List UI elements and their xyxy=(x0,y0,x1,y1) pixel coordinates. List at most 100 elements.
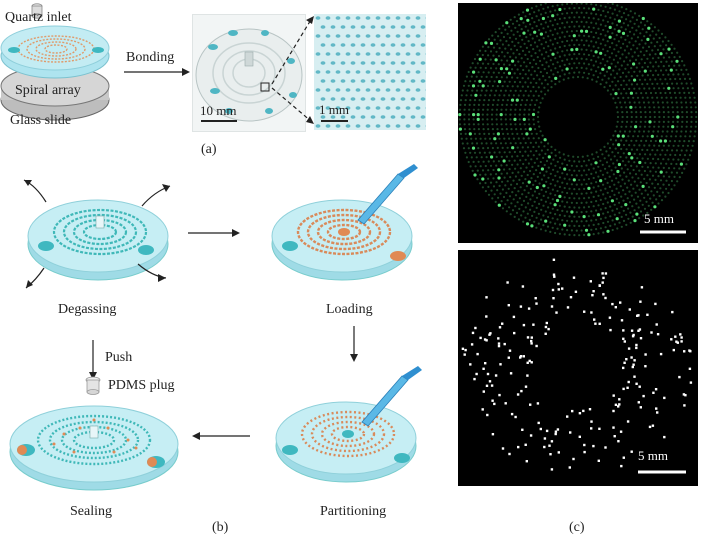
negative-droplet xyxy=(570,3,573,5)
negative-droplet xyxy=(646,157,649,160)
negative-droplet xyxy=(570,30,573,33)
negative-droplet xyxy=(566,191,569,195)
positive-droplet xyxy=(471,146,476,150)
negative-droplet xyxy=(504,203,507,206)
negative-droplet xyxy=(647,130,650,133)
negative-droplet xyxy=(549,192,552,195)
droplet-dot xyxy=(325,70,331,74)
negative-droplet xyxy=(566,21,569,24)
negative-droplet xyxy=(682,73,685,76)
negative-droplet xyxy=(469,151,472,154)
negative-droplet xyxy=(634,40,637,43)
negative-droplet xyxy=(608,185,611,188)
binary-positive-dot xyxy=(608,316,612,319)
negative-droplet xyxy=(612,162,615,165)
spiral-array-label: Spiral array xyxy=(15,83,81,98)
droplet-dot xyxy=(405,70,411,74)
negative-droplet xyxy=(492,160,495,163)
negative-droplet xyxy=(685,149,688,152)
negative-droplet xyxy=(625,156,628,159)
negative-droplet xyxy=(530,7,533,10)
binary-positive-dot xyxy=(474,326,477,330)
negative-droplet xyxy=(653,87,656,90)
negative-droplet xyxy=(482,160,485,163)
negative-droplet xyxy=(674,96,677,99)
droplet-dot xyxy=(385,106,391,110)
negative-droplet xyxy=(501,180,504,183)
negative-droplet xyxy=(540,43,543,46)
negative-droplet xyxy=(643,196,646,199)
negative-droplet xyxy=(461,142,464,145)
negative-droplet xyxy=(632,135,635,138)
positive-droplet xyxy=(599,51,603,55)
negative-droplet xyxy=(509,142,512,145)
droplet-dot xyxy=(355,34,361,38)
negative-droplet xyxy=(529,23,532,26)
negative-droplet xyxy=(507,187,510,190)
negative-droplet xyxy=(517,13,520,16)
negative-droplet xyxy=(549,59,552,62)
negative-droplet xyxy=(601,163,604,166)
negative-droplet xyxy=(486,118,489,121)
droplet-dot xyxy=(340,25,346,29)
negative-droplet xyxy=(531,204,534,207)
negative-droplet xyxy=(580,20,583,23)
binary-positive-dot xyxy=(652,391,655,394)
negative-droplet xyxy=(467,113,471,116)
negative-droplet xyxy=(609,195,612,198)
negative-droplet xyxy=(524,25,527,28)
negative-droplet xyxy=(519,81,522,84)
negative-droplet xyxy=(487,62,490,65)
negative-droplet xyxy=(554,18,557,21)
negative-droplet xyxy=(660,96,663,99)
negative-droplet xyxy=(508,63,511,66)
negative-droplet xyxy=(570,220,573,223)
negative-droplet xyxy=(659,179,663,182)
negative-droplet xyxy=(566,12,569,15)
droplet-dot xyxy=(420,97,426,101)
negative-droplet xyxy=(538,39,541,42)
positive-droplet xyxy=(498,80,502,84)
negative-droplet xyxy=(535,206,538,209)
negative-droplet xyxy=(500,172,503,175)
binary-positive-dot xyxy=(501,322,504,325)
negative-droplet xyxy=(477,108,480,111)
negative-droplet xyxy=(563,63,566,66)
negative-droplet xyxy=(561,191,564,194)
negative-droplet xyxy=(480,156,483,159)
negative-droplet xyxy=(474,137,477,140)
negative-droplet xyxy=(566,49,569,52)
binary-positive-dot xyxy=(512,315,516,319)
binary-positive-dot xyxy=(485,339,488,342)
negative-droplet xyxy=(527,94,530,97)
negative-droplet xyxy=(585,201,588,204)
binary-positive-dot xyxy=(569,431,572,434)
negative-droplet xyxy=(492,132,495,135)
negative-droplet xyxy=(514,37,518,40)
negative-droplet xyxy=(568,233,571,236)
negative-droplet xyxy=(652,101,655,104)
negative-droplet xyxy=(505,108,508,111)
positive-droplet xyxy=(513,117,517,121)
negative-droplet xyxy=(665,44,668,47)
negative-droplet xyxy=(563,44,566,48)
negative-droplet xyxy=(680,101,683,104)
droplet-dot xyxy=(400,97,406,101)
negative-droplet xyxy=(500,59,503,62)
negative-droplet xyxy=(648,106,651,109)
binary-positive-dot xyxy=(526,336,530,339)
zoom-lines xyxy=(271,16,314,124)
negative-droplet xyxy=(575,174,578,177)
droplet-dot xyxy=(405,16,411,20)
negative-droplet xyxy=(680,106,683,109)
droplet-dot xyxy=(395,16,401,20)
negative-droplet xyxy=(665,52,668,55)
binary-positive-dot xyxy=(588,408,592,411)
negative-droplet xyxy=(484,164,487,168)
negative-droplet xyxy=(681,60,684,63)
negative-droplet xyxy=(670,135,673,138)
negative-droplet xyxy=(556,4,559,7)
negative-droplet xyxy=(482,128,485,131)
negative-droplet xyxy=(597,37,600,40)
positive-droplet xyxy=(507,71,511,75)
